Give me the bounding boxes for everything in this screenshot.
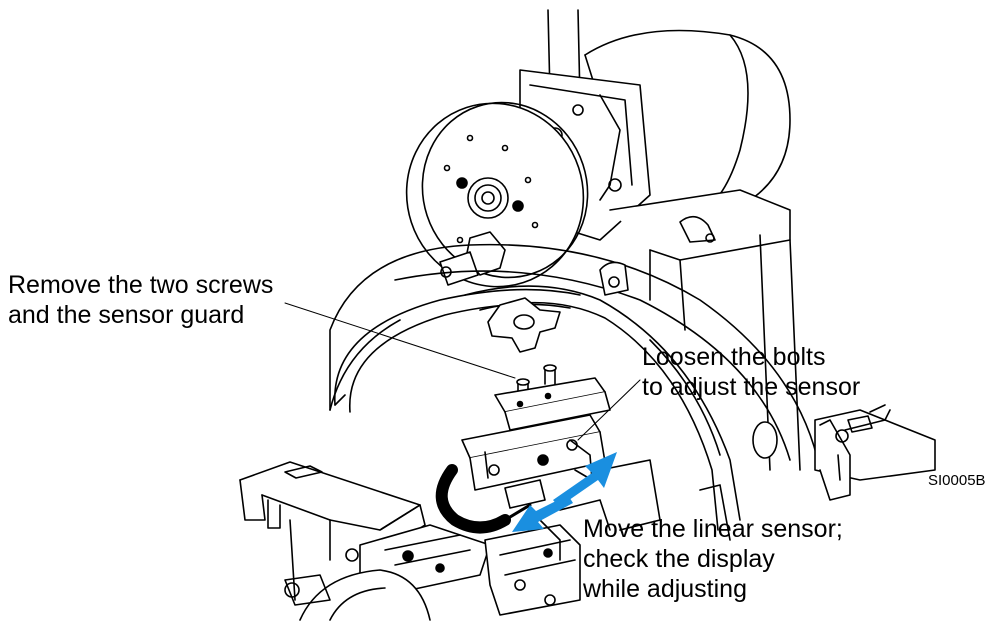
star-knob	[487, 297, 561, 353]
hex-fitting	[439, 231, 506, 286]
callout-line: to adjust the sensor	[642, 373, 861, 401]
sensor-guard	[494, 377, 611, 431]
left-lower-frame	[289, 519, 359, 601]
callout-move-sensor: Move the linear sensor; check the displa…	[583, 514, 843, 604]
left-slide-arm	[239, 461, 426, 551]
right-knob	[752, 421, 778, 459]
curved-arch	[329, 243, 821, 471]
guard-screws	[516, 364, 557, 401]
sensor-cable	[435, 464, 532, 534]
callout-line: Remove the two screws	[8, 271, 274, 299]
right-frame	[599, 189, 801, 471]
leader-lines	[284, 302, 641, 441]
callout-loosen-bolts: Loosen the bolts to adjust the sensor	[642, 342, 860, 402]
callout-line: check the display	[583, 545, 775, 573]
callout-line: Loosen the bolts	[642, 343, 826, 371]
adjustment-arrows	[512, 452, 617, 532]
callout-line: while adjusting	[583, 575, 747, 603]
sensor-rod	[504, 479, 546, 509]
lower-right-plates	[559, 459, 731, 541]
callout-line: and the sensor guard	[8, 301, 245, 329]
bottom-wheel	[284, 569, 431, 621]
drive-disc	[405, 101, 589, 288]
callout-remove-screws: Remove the two screws and the sensor gua…	[8, 270, 273, 330]
callout-line: Move the linear sensor;	[583, 515, 843, 543]
right-bracket	[814, 404, 936, 501]
linear-sensor	[461, 414, 606, 491]
figure-id: SI0005B	[928, 472, 986, 489]
